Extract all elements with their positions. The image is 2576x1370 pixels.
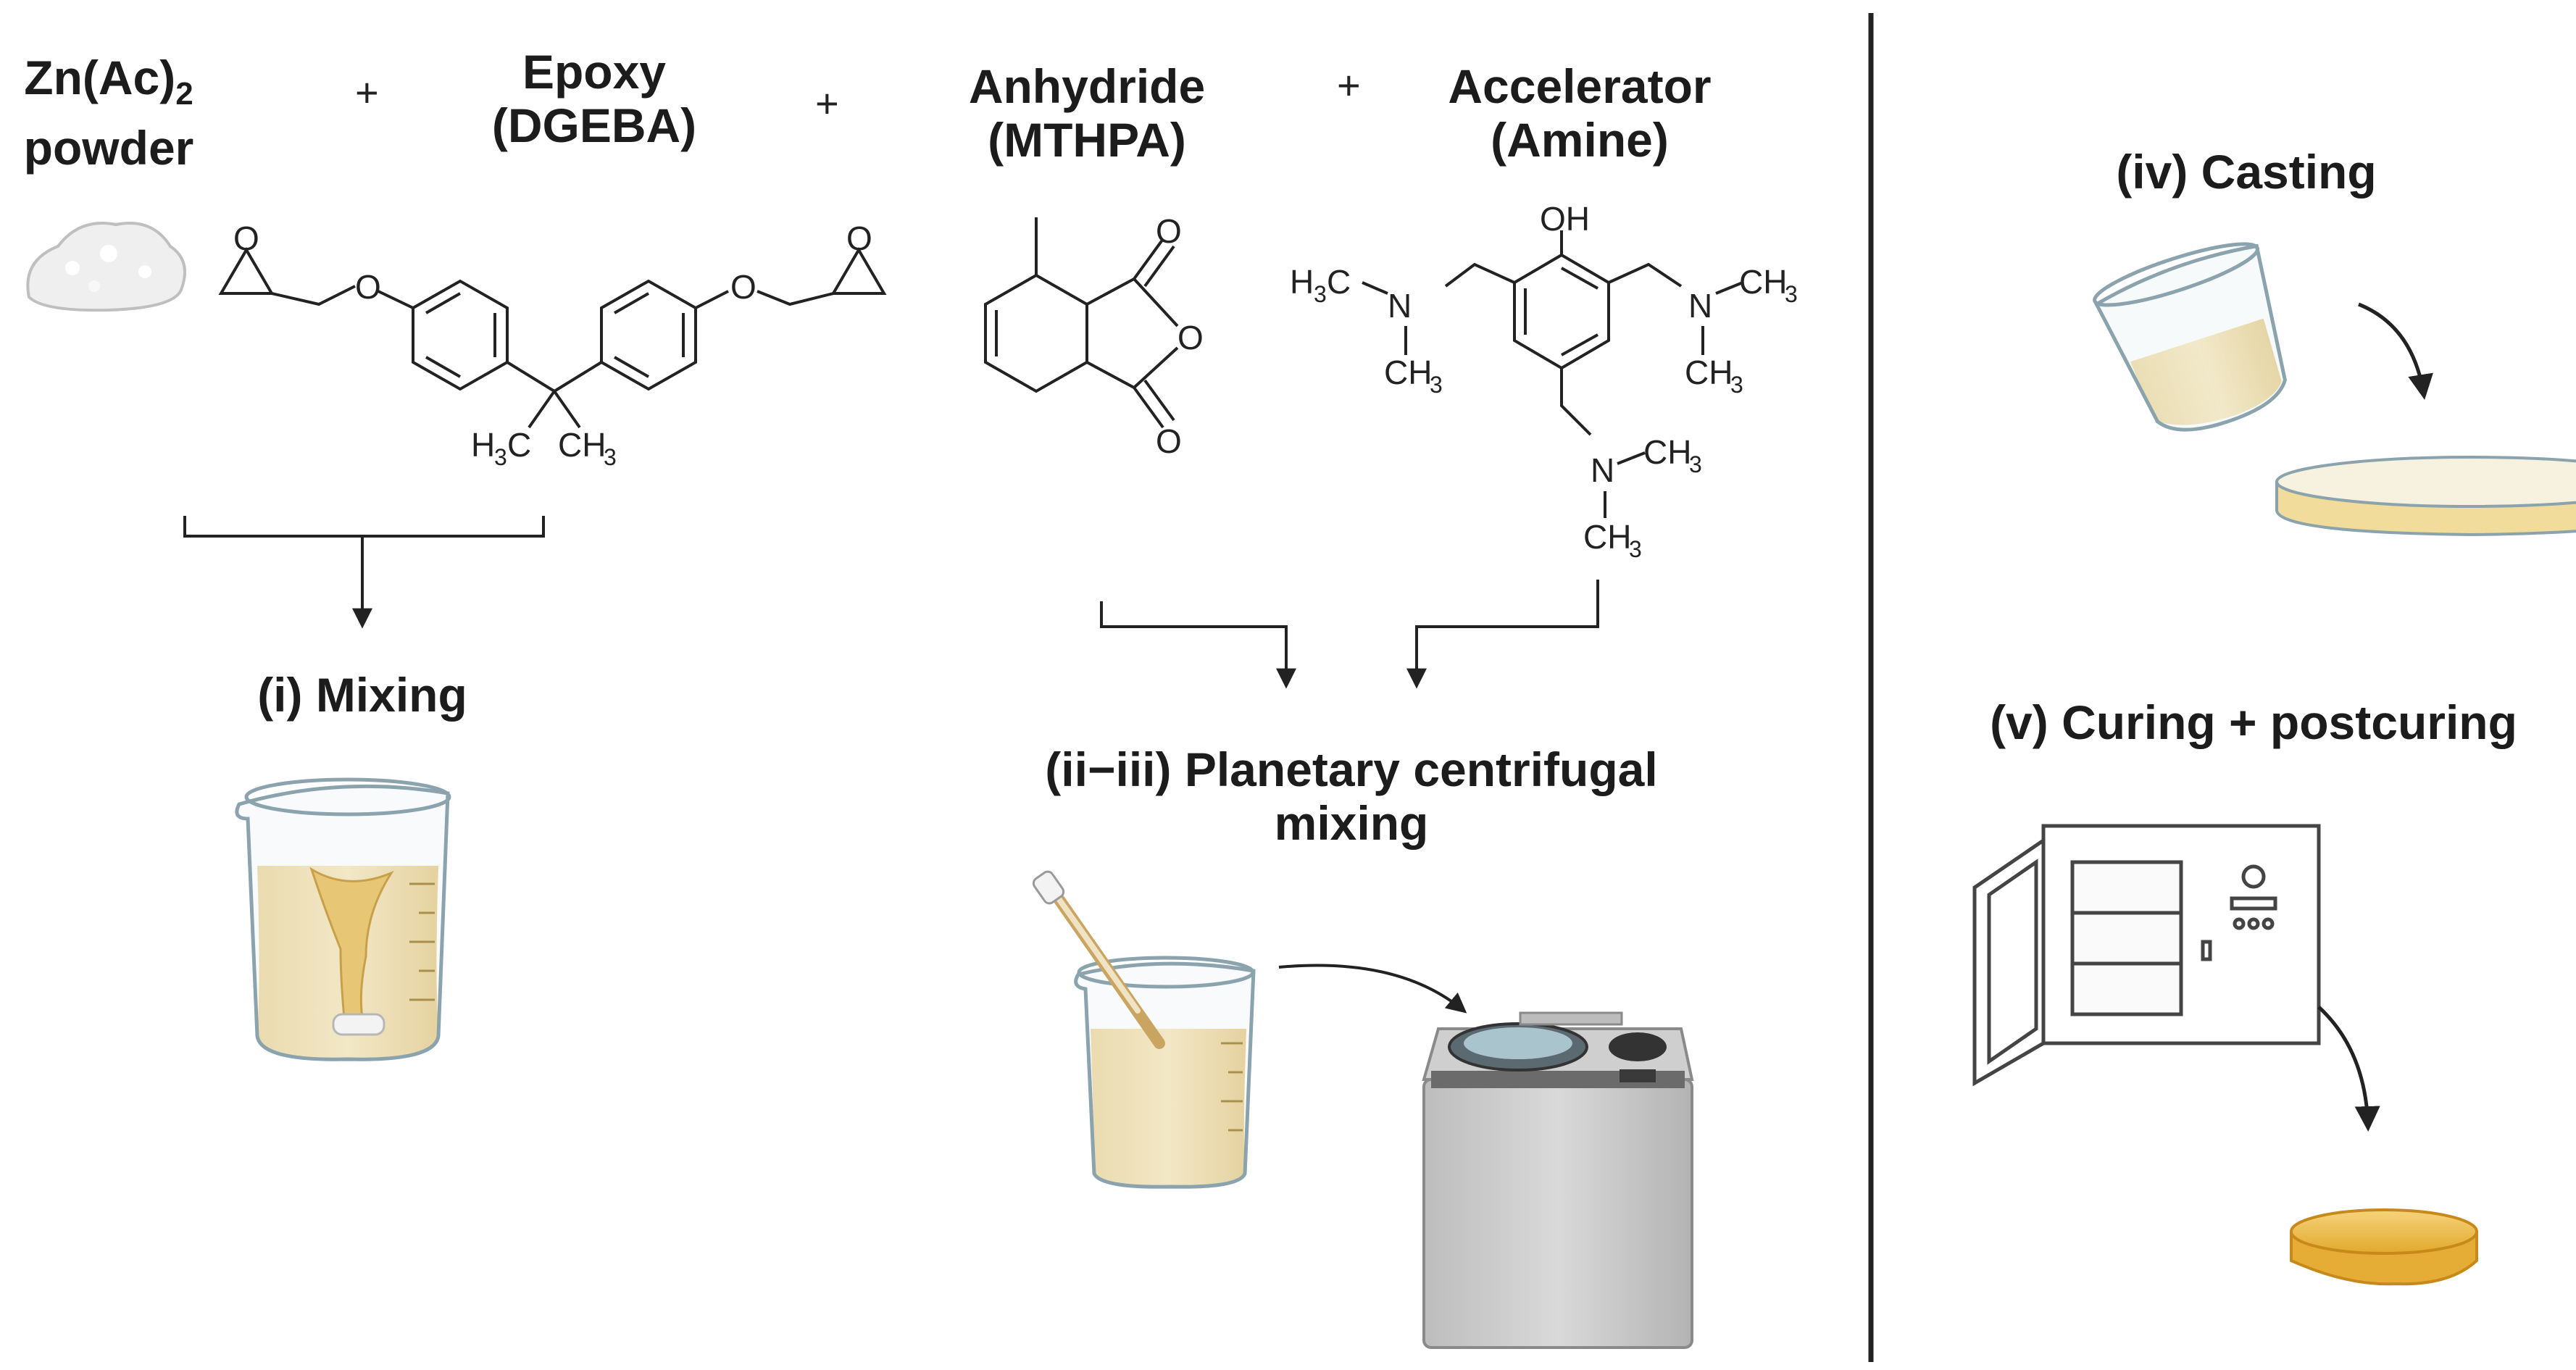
transfer-arrow	[1278, 964, 1467, 1014]
ether-oxygen-right: O	[730, 268, 756, 306]
n-methyl-left-b: CH3	[1384, 354, 1443, 398]
curing-arrow	[2317, 1006, 2380, 1132]
svg-text:3: 3	[1785, 281, 1798, 307]
pouring-beaker-icon	[2093, 242, 2287, 432]
plus-sign: +	[815, 80, 839, 126]
petri-dish-icon	[2275, 456, 2576, 537]
svg-text:CH: CH	[1739, 263, 1787, 301]
svg-text:CH: CH	[1583, 518, 1631, 556]
anhydride-arrow	[1100, 601, 1296, 689]
amine-arrow	[1406, 580, 1599, 689]
n-methyl-right-b: CH3	[1685, 354, 1743, 398]
epoxy-label: Epoxy (DGEBA)	[464, 45, 725, 152]
hydroxyl-label: OH	[1540, 200, 1590, 238]
pipette-icon	[1032, 870, 1165, 1049]
accelerator-name: Accelerator	[1448, 59, 1712, 113]
n-methyl-bottom-a: CH3	[1643, 433, 1702, 477]
curing-oven-icon	[1972, 824, 2321, 1087]
accelerator-abbrev: (Amine)	[1491, 113, 1669, 167]
step-casting-label: (iv) Casting	[2116, 145, 2377, 199]
epoxide-oxygen-left: O	[233, 220, 259, 257]
svg-text:3: 3	[1689, 451, 1702, 477]
powder-icon	[26, 222, 186, 312]
svg-text:3: 3	[1730, 372, 1743, 398]
svg-text:CH: CH	[1384, 354, 1432, 391]
mixing-bracket	[183, 516, 545, 538]
anhydride-abbrev: (MTHPA)	[988, 113, 1186, 167]
pour-arrow	[2358, 302, 2433, 400]
anhydride-name: Anhydride	[968, 59, 1206, 113]
cured-disc-icon	[2290, 1208, 2478, 1286]
step-planetary-line1: (ii−iii) Planetary centrifugal	[1045, 743, 1658, 796]
epoxy-abbrev: (DGEBA)	[491, 99, 697, 152]
step-mixing-label: (i) Mixing	[257, 668, 467, 722]
svg-text:3: 3	[494, 444, 507, 470]
plus-sign: +	[1337, 62, 1361, 108]
svg-text:3: 3	[1629, 536, 1642, 562]
carbonyl-oxygen-top: O	[1156, 212, 1182, 250]
methyl-label-right: CH3	[558, 426, 617, 470]
zinc-acetate-subscript: 2	[175, 76, 193, 112]
nitrogen-bottom: N	[1591, 451, 1614, 489]
svg-text:3: 3	[1314, 281, 1327, 307]
svg-text:CH: CH	[1685, 354, 1733, 391]
accelerator-label: Accelerator (Amine)	[1420, 59, 1739, 167]
nitrogen-right: N	[1688, 287, 1712, 325]
stirred-beaker-icon	[1074, 956, 1256, 1189]
mixing-beaker-icon	[235, 777, 451, 1061]
epoxide-oxygen-right: O	[846, 220, 872, 257]
epoxy-name: Epoxy	[522, 45, 667, 99]
svg-text:H: H	[471, 426, 495, 464]
anhydride-label: Anhydride (MTHPA)	[935, 59, 1239, 167]
svg-text:3: 3	[604, 444, 617, 470]
svg-text:CH: CH	[558, 426, 606, 464]
carbonyl-oxygen-bottom: O	[1156, 422, 1182, 460]
step-planetary-line2: mixing	[1274, 796, 1429, 850]
step-planetary-label: (ii−iii) Planetary centrifugal mixing	[942, 743, 1761, 850]
step-curing-label: (v) Curing + postcuring	[1990, 696, 2517, 749]
n-methyl-right-a: CH3	[1739, 263, 1798, 307]
ring-oxygen: O	[1177, 319, 1204, 356]
n-methyl-bottom-b: CH3	[1583, 518, 1642, 562]
plus-sign: +	[355, 70, 379, 115]
svg-text:C: C	[507, 426, 531, 464]
svg-text:3: 3	[1430, 372, 1443, 398]
svg-text:C: C	[1327, 263, 1351, 301]
nitrogen-left: N	[1388, 287, 1412, 325]
zinc-acetate-label: Zn(Ac)2 powder	[0, 51, 217, 175]
svg-text:H: H	[1290, 263, 1314, 301]
mthpa-structure: O O O	[984, 212, 1204, 460]
ether-oxygen-left: O	[355, 268, 381, 306]
planetary-mixer-icon	[1422, 1011, 1694, 1349]
svg-text:CH: CH	[1643, 433, 1691, 471]
zinc-acetate-name: Zn(Ac)	[24, 51, 176, 104]
zinc-acetate-form: powder	[23, 121, 194, 175]
